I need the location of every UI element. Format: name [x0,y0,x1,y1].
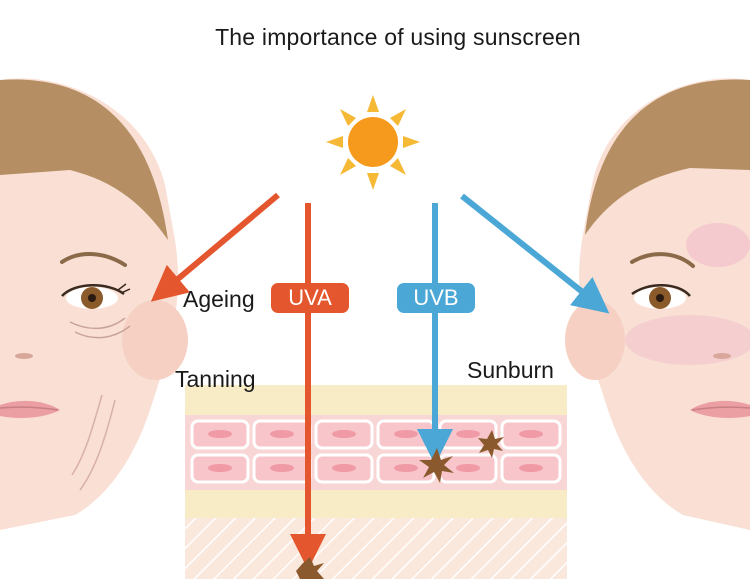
right-face [565,78,750,530]
ageing-label: Ageing [183,286,255,312]
tanning-label: Tanning [175,366,256,392]
damage-star-icon [296,430,504,579]
sun-icon [326,95,420,190]
skin-layer-diagram [185,385,567,579]
page-title: The importance of using sunscreen [215,24,581,50]
uvb-rays [417,193,610,465]
uva-rays [150,192,326,570]
sunburn-label: Sunburn [467,357,554,383]
uvb-badge: UVB [397,283,475,313]
uva-badge: UVA [271,283,349,313]
left-face [0,78,188,530]
